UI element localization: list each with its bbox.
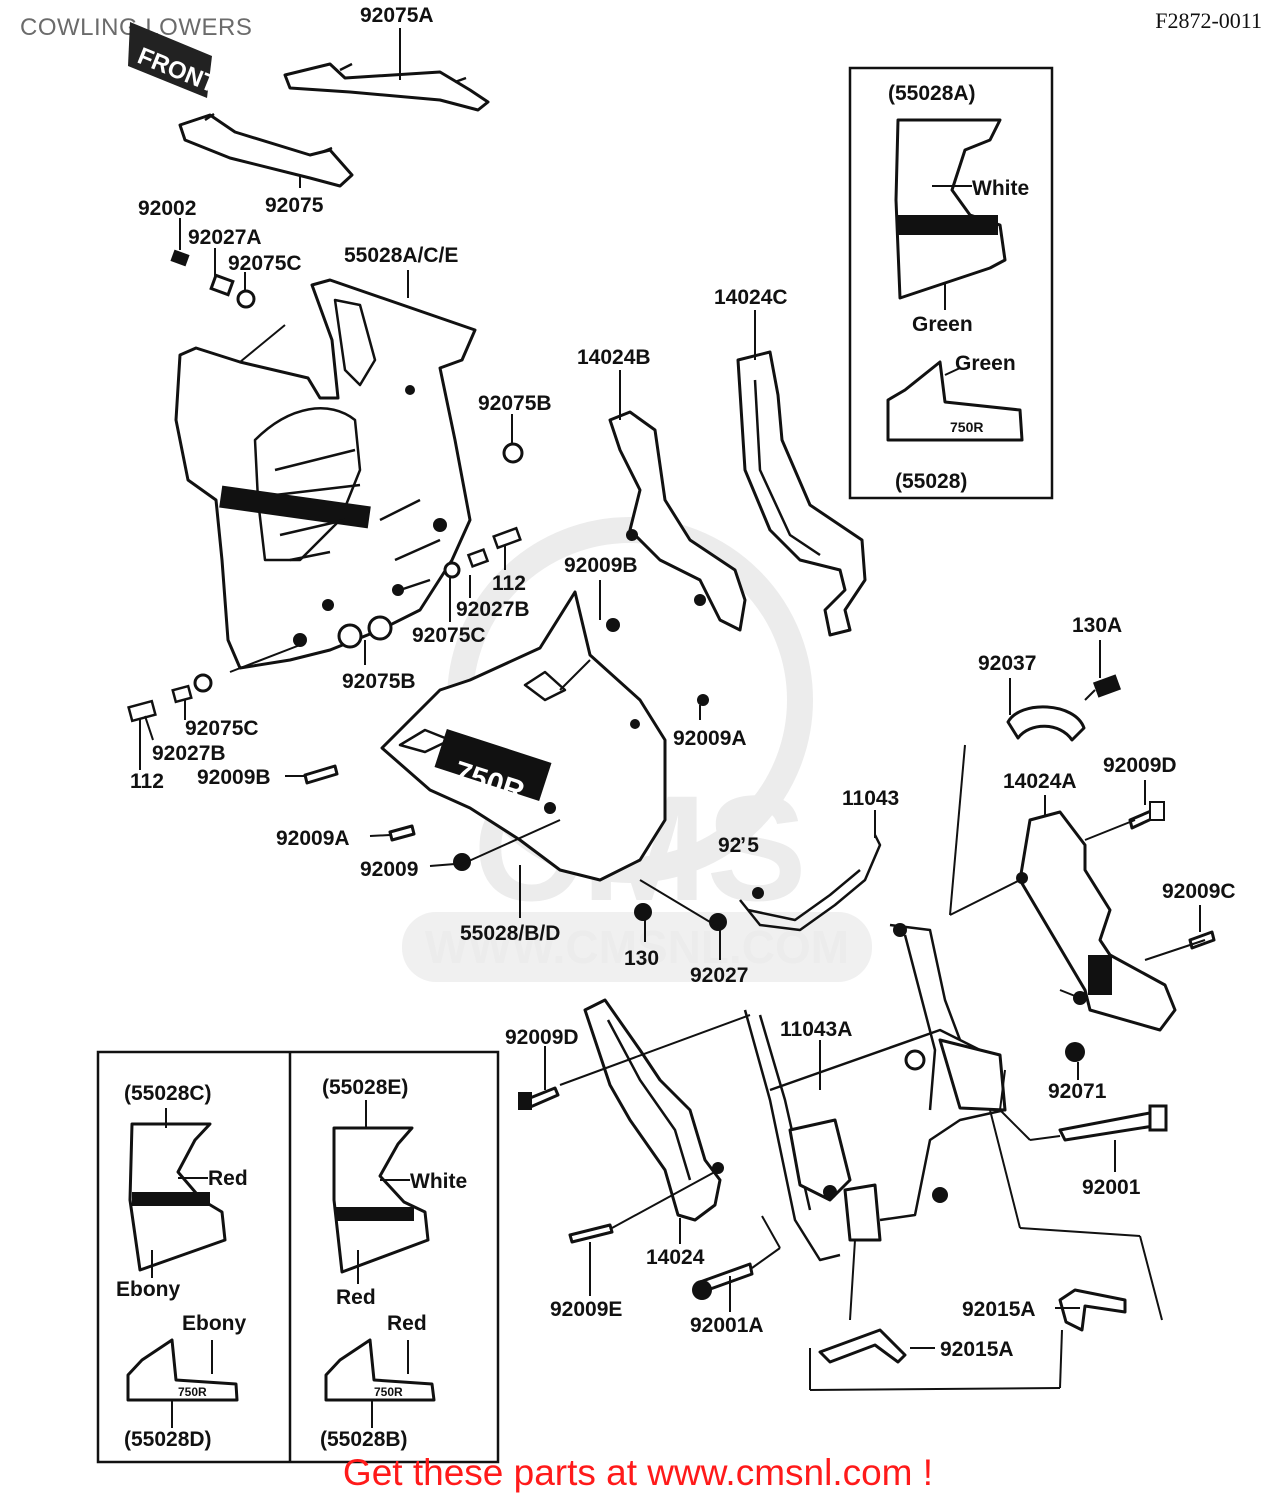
label-92075B-mid: 92075B — [342, 670, 416, 693]
label-92075A: 92075A — [360, 4, 434, 27]
center-cowl-55028BD: 750R — [380, 590, 667, 882]
clamp-92037 — [1006, 674, 1122, 742]
label-92071: 92071 — [1048, 1080, 1107, 1103]
leader-lines — [139, 28, 1206, 1391]
label-92027B-low: 92027B — [152, 742, 226, 765]
label-130A: 130A — [1072, 614, 1122, 637]
label-92009A-left: 92009A — [276, 827, 350, 850]
bracket-14024B — [608, 410, 747, 632]
bracket-92075A — [283, 62, 490, 112]
label-112-top: 112 — [492, 572, 526, 595]
variant-box-bottom: 750R 750R (55028C) Red Ebony Ebony (5502… — [96, 1050, 500, 1464]
color-white-top-right: White — [972, 177, 1029, 200]
label-92001A: 92001A — [690, 1314, 764, 1337]
label-92027B-top: 92027B — [456, 598, 530, 621]
color-green-sticker-top-right: Green — [955, 352, 1016, 375]
label-92009: 92009 — [360, 858, 418, 881]
frame-11043A — [743, 923, 1007, 1262]
color-red-bottom-left: Red — [208, 1167, 248, 1190]
variant-code-55028D: (55028D) — [124, 1428, 212, 1451]
stay-11043 — [739, 834, 882, 932]
bracket-14024C — [736, 350, 867, 637]
label-14024A: 14024A — [1003, 770, 1077, 793]
model-sticker-bottom-mid: 750R — [374, 1385, 403, 1399]
label-112-low: 112 — [130, 770, 164, 793]
bracket-92075 — [178, 112, 354, 188]
label-92015A-low: 92015A — [940, 1338, 1014, 1361]
label-92015A-right: 92015A — [962, 1298, 1036, 1321]
variant-code-55028: (55028) — [895, 470, 967, 493]
label-92009B-mid: 92009B — [564, 554, 638, 577]
color-red-bottom-mid: Red — [336, 1286, 376, 1309]
variant-code-55028B: (55028B) — [320, 1428, 408, 1451]
hardware-top-left — [170, 249, 524, 464]
label-92001: 92001 — [1082, 1176, 1141, 1199]
label-92027A: 92027A — [188, 226, 262, 249]
label-92015-partial: 92̕ 5 — [718, 834, 759, 857]
label-55028ACE: 55028A/C/E — [344, 244, 458, 267]
variant-code-55028E: (55028E) — [322, 1076, 408, 1099]
label-92009B-left: 92009B — [197, 766, 271, 789]
label-92037: 92037 — [978, 652, 1036, 675]
footer-link-text[interactable]: Get these parts at www.cmsnl.com ! — [342, 1452, 934, 1493]
color-red-sticker-bottom-mid: Red — [387, 1312, 427, 1335]
model-sticker-top-right: 750R — [950, 419, 983, 435]
part-labels: 92075A 92075 92002 92027A 92075C 55028A/… — [130, 4, 1236, 1361]
diagram-code: F2872-0011 — [1155, 8, 1262, 33]
label-14024: 14024 — [646, 1246, 705, 1269]
label-92075C-mid: 92075C — [412, 624, 486, 647]
label-14024C: 14024C — [714, 286, 788, 309]
label-92009E: 92009E — [550, 1298, 622, 1321]
label-92009A-mid: 92009A — [673, 727, 747, 750]
brackets-92015A — [818, 1288, 1127, 1364]
color-green-top-right: Green — [912, 313, 973, 336]
label-130: 130 — [624, 947, 659, 970]
variant-code-55028C: (55028C) — [124, 1082, 212, 1105]
watermark-url: WWW.CMSNL.COM — [425, 921, 849, 973]
label-92075C-top: 92075C — [228, 252, 302, 275]
bracket-14024A — [1016, 810, 1177, 1032]
hardware-mid — [127, 526, 522, 723]
color-white-bottom-mid: White — [410, 1170, 467, 1193]
label-92009D-left: 92009D — [505, 1026, 579, 1049]
label-92027: 92027 — [690, 964, 748, 987]
variant-box-top-right: 750R (55028A) White Green Green (55028) — [848, 66, 1054, 500]
label-92075C-low: 92075C — [185, 717, 259, 740]
label-55028BD: 55028/B/D — [460, 922, 560, 945]
variant-code-55028A: (55028A) — [888, 82, 976, 105]
model-sticker-bottom-left: 750R — [178, 1385, 207, 1399]
label-11043A: 11043A — [780, 1018, 852, 1041]
label-92075: 92075 — [265, 194, 324, 217]
label-92009C: 92009C — [1162, 880, 1236, 903]
color-ebony-sticker-bottom-left: Ebony — [182, 1312, 246, 1335]
bolts — [303, 618, 1216, 1300]
color-ebony-bottom-left: Ebony — [116, 1278, 180, 1301]
front-sticker: FRONT — [128, 22, 221, 99]
label-14024B: 14024B — [577, 346, 651, 369]
label-92002: 92002 — [138, 197, 196, 220]
label-11043: 11043 — [842, 787, 899, 810]
label-92075B-top: 92075B — [478, 392, 552, 415]
left-cowl-55028ACE — [174, 278, 477, 670]
label-92009D-right: 92009D — [1103, 754, 1177, 777]
